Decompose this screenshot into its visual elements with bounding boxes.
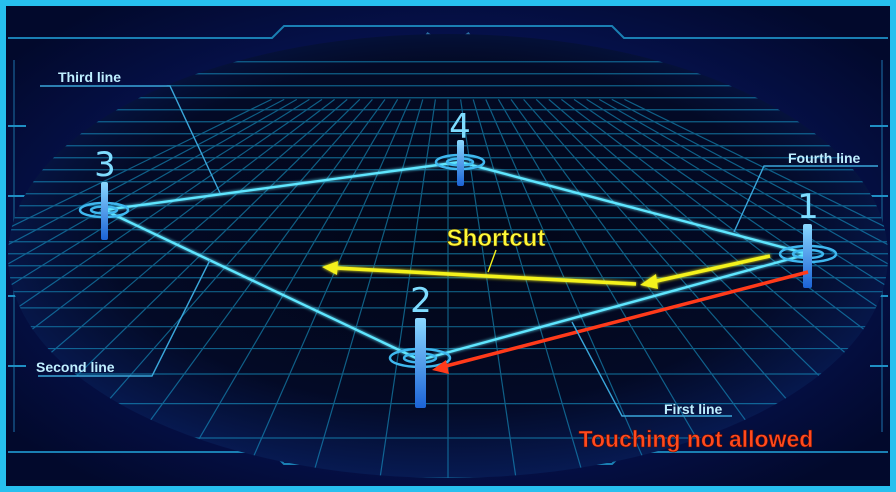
corner-number-3: 3	[94, 145, 116, 185]
corner-pole-2	[415, 318, 426, 408]
label-leader-lines	[38, 85, 878, 417]
corner-number-2: 2	[410, 281, 432, 321]
warning-label: Touching not allowed	[579, 426, 814, 452]
warning-path	[432, 270, 809, 374]
second-line-label: Second line	[36, 359, 115, 375]
third-line-label: Third line	[58, 69, 121, 85]
fourth-line-label: Fourth line	[788, 150, 861, 166]
corner-pole-3	[101, 182, 108, 240]
first-line-label: First line	[664, 401, 723, 417]
shortcut-path	[322, 254, 771, 289]
shortcut-label: Shortcut	[447, 225, 546, 252]
corner-pole-1	[803, 224, 812, 288]
corner-number-1: 1	[797, 187, 819, 227]
corner-pole-4	[457, 140, 464, 186]
corner-number-4: 4	[449, 107, 471, 147]
